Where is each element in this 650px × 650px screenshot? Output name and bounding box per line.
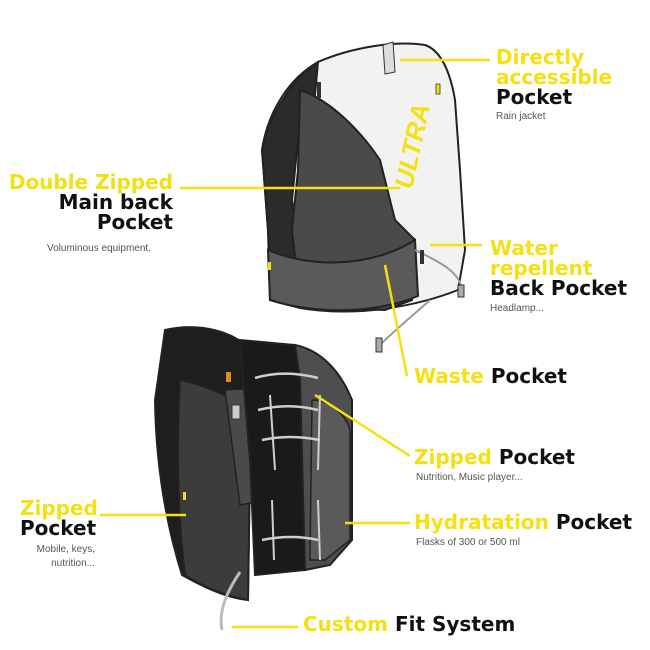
callout-title: Back Pocket bbox=[490, 278, 627, 298]
callout-note: Headlamp... bbox=[490, 303, 544, 314]
reflective-tab bbox=[232, 405, 240, 419]
callout-waste: Waste Pocket bbox=[414, 366, 567, 386]
callout-highlight: Double Zipped bbox=[0, 172, 173, 192]
callout-zipped-side: Zipped Pocket bbox=[20, 498, 98, 538]
callout-title: Pocket bbox=[20, 518, 98, 538]
callout-title: Main back bbox=[0, 192, 173, 212]
callout-title: Pocket bbox=[499, 445, 575, 469]
callout-note: nutrition... bbox=[0, 558, 95, 569]
callout-note: Voluminous equipment. bbox=[47, 243, 151, 254]
callout-zipped-chest: Zipped Pocket bbox=[414, 447, 575, 467]
callout-highlight: Zipped bbox=[414, 445, 492, 469]
callout-highlight: Waste bbox=[414, 364, 484, 388]
zipper-pull bbox=[436, 84, 440, 94]
callout-note: Flasks of 300 or 500 ml bbox=[416, 537, 520, 548]
callout-water-repellent: Water repellent Back Pocket bbox=[490, 238, 627, 298]
callout-title: Pocket bbox=[496, 87, 612, 107]
vest-back-view: ULTRA bbox=[262, 42, 465, 352]
cord-stopper bbox=[458, 285, 464, 297]
callout-highlight: repellent bbox=[490, 258, 627, 278]
callout-highlight: Water bbox=[490, 238, 627, 258]
callout-highlight: Directly bbox=[496, 47, 612, 67]
callout-highlight: Hydratation bbox=[414, 510, 549, 534]
callout-title: Pocket bbox=[0, 212, 173, 232]
callout-highlight: accessible bbox=[496, 67, 612, 87]
zipper-pull bbox=[183, 492, 186, 500]
callout-title: Fit System bbox=[395, 612, 515, 636]
callout-fit-system: Custom Fit System bbox=[303, 614, 515, 634]
callout-title: Pocket bbox=[556, 510, 632, 534]
vest-front-flask-pocket bbox=[310, 400, 350, 560]
zipper-pull bbox=[420, 250, 424, 264]
zipper-pull bbox=[268, 262, 271, 270]
callout-hydration: Hydratation Pocket bbox=[414, 512, 632, 532]
zipper-pull bbox=[226, 372, 231, 382]
cord-stopper bbox=[376, 338, 382, 352]
callout-highlight: Zipped bbox=[20, 498, 98, 518]
callout-note: Rain jacket bbox=[496, 111, 545, 122]
vest-back-top-loop bbox=[383, 42, 395, 74]
callout-double-zipped: Double Zipped Main back Pocket bbox=[0, 172, 173, 232]
vest-front-view bbox=[155, 327, 352, 630]
callout-note: Nutrition, Music player... bbox=[416, 472, 523, 483]
callout-title: Pocket bbox=[491, 364, 567, 388]
callout-highlight: Custom bbox=[303, 612, 388, 636]
callout-note: Mobile, keys, bbox=[0, 544, 95, 555]
callout-directly-accessible: Directly accessible Pocket bbox=[496, 47, 612, 107]
zipper-pull bbox=[317, 82, 321, 98]
